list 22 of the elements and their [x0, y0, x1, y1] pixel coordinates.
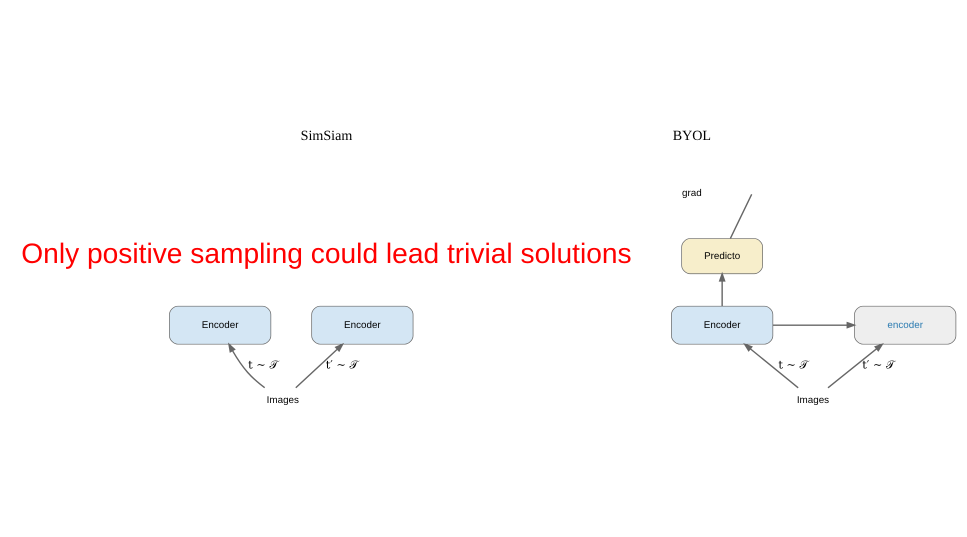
node-text: Only positive sampling could lead trivial solutions [20, 238, 632, 270]
node-box: Encoder [168, 306, 271, 345]
edge-label: t′ ∼ 𝒯 [325, 358, 357, 372]
arrow [294, 342, 344, 388]
arrow [718, 272, 726, 306]
node-box: encoder [854, 306, 956, 345]
node-text: Images [796, 395, 829, 406]
edge-label: t′ ∼ 𝒯 [862, 358, 894, 372]
arrow [227, 342, 265, 388]
arrow [827, 342, 884, 388]
node-box: Predicto [680, 238, 762, 274]
node-box: Encoder [310, 306, 413, 345]
edge-label: t ∼ 𝒯 [248, 358, 277, 372]
label: BYOL [672, 128, 711, 144]
connector [729, 194, 752, 239]
arrow [772, 322, 856, 329]
node-box: Encoder [670, 306, 773, 345]
node-text: Images [266, 395, 298, 406]
edge-label: t ∼ 𝒯 [778, 358, 807, 372]
label: SimSiam [300, 128, 352, 144]
arrow [742, 342, 798, 388]
label: grad [682, 188, 702, 200]
